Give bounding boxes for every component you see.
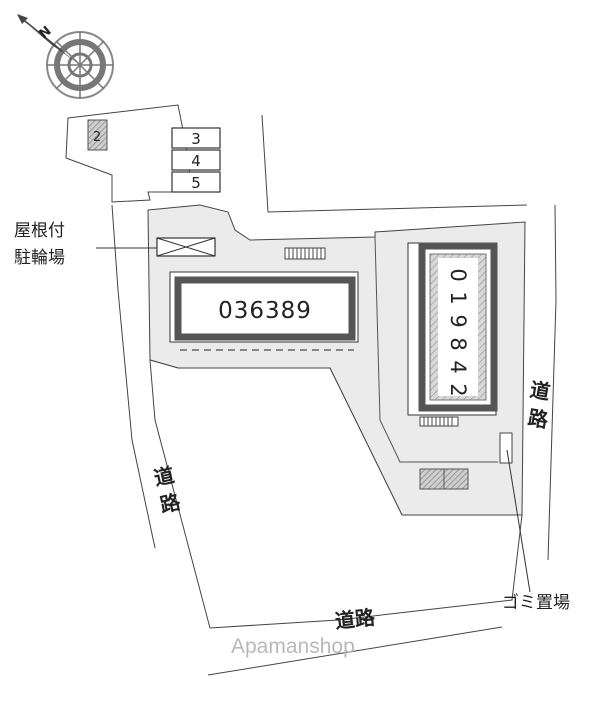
- garbage-leader: [506, 449, 531, 593]
- parking-space-5-label: 5: [191, 174, 201, 192]
- road-left-label-1: 道: [152, 463, 177, 491]
- garbage-area: [499, 432, 513, 464]
- building-036389-label: 036389: [218, 298, 312, 324]
- building-036389: 036389: [169, 271, 359, 343]
- bike-parking-shelter: [156, 237, 216, 257]
- stairs-main: [284, 247, 326, 260]
- bottom-road-edge: [207, 626, 503, 676]
- bike-parking-label-line1: 屋根付: [14, 221, 65, 241]
- parking-space-2: 2: [87, 119, 108, 151]
- north-label: N: [37, 24, 55, 42]
- corridor-line: [374, 236, 498, 463]
- watermark: Apamanshop: [231, 635, 355, 658]
- bike-parking-label-line2: 駐輪場: [14, 248, 65, 268]
- road-right-label-2: 路: [526, 405, 551, 432]
- parking-space-2-label: 2: [93, 130, 101, 145]
- parking-space-3-label: 3: [191, 130, 201, 148]
- upper-boundary: [261, 114, 528, 213]
- building-019842: 0 1 9 8 4 2: [407, 242, 498, 416]
- building-019842-digit-5: 4: [446, 360, 470, 373]
- road-right-label-1: 道: [528, 377, 552, 404]
- building-019842-digit-4: 8: [446, 337, 470, 350]
- parking-space-4-label: 4: [191, 152, 201, 170]
- building-019842-digit-3: 9: [446, 314, 470, 327]
- open-yard: [149, 359, 523, 629]
- left-lot-boundary: [65, 104, 191, 203]
- right-road-edge-2: [547, 204, 557, 561]
- building-019842-digit-2: 1: [446, 291, 470, 304]
- parking-space-lower: [419, 468, 469, 490]
- road-bottom-label: 道路: [334, 605, 377, 633]
- compass-rose-icon: [17, 14, 114, 99]
- parking-spaces-3-5: 3 4 5: [171, 127, 221, 193]
- stairs-tower: [419, 416, 459, 427]
- garbage-label: ゴミ置場: [502, 592, 570, 613]
- building-019842-digit-1: 0: [446, 268, 470, 281]
- building-019842-digit-6: 2: [446, 383, 470, 396]
- compass: N: [17, 14, 114, 99]
